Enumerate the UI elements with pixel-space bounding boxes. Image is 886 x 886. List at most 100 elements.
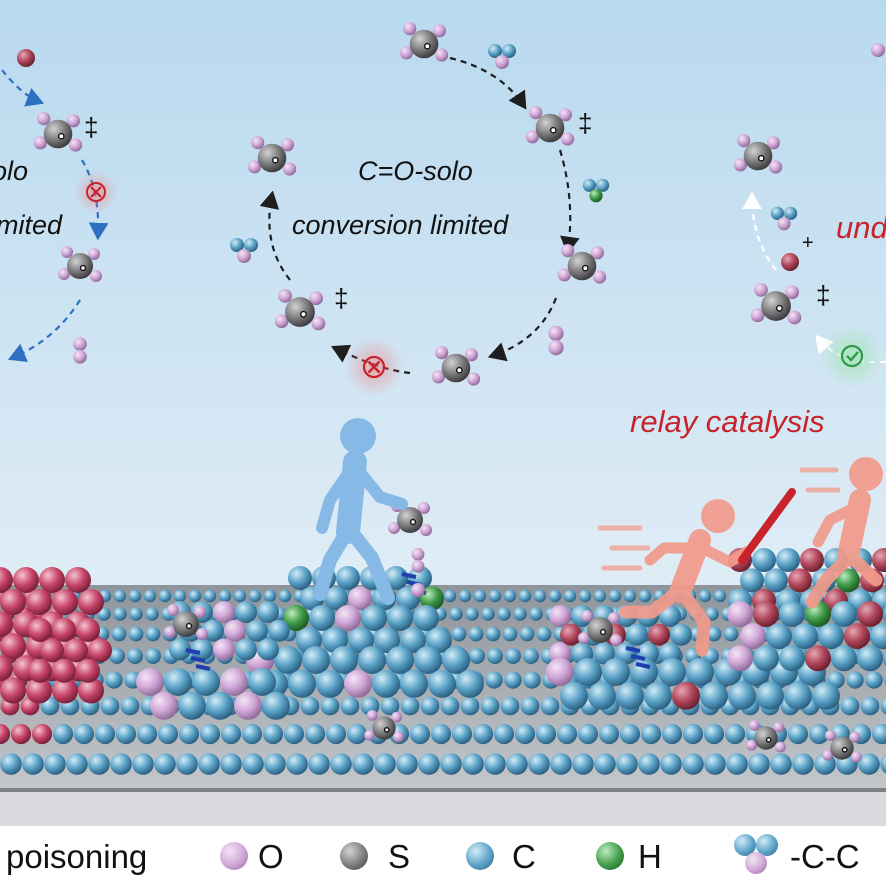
stack-atom [78, 589, 104, 616]
surface-atom [88, 753, 110, 775]
surface-atom [283, 723, 305, 745]
surface-atom [865, 671, 883, 689]
stack-atom [224, 619, 246, 642]
surface-atom [540, 696, 560, 716]
surface-atom [533, 589, 547, 603]
relay-catalysis-label: relay catalysis [630, 404, 825, 439]
surface-atom [726, 753, 748, 775]
molecule-atom [548, 340, 564, 356]
stack-atom [883, 605, 886, 623]
stack-atom [602, 658, 630, 686]
stack-atom [413, 605, 439, 631]
check-icon [820, 324, 884, 388]
stack-atom [560, 681, 588, 710]
stack-atom [13, 567, 39, 593]
stack-atom [686, 658, 714, 686]
radical-dot [79, 264, 87, 272]
surface-atom [484, 753, 506, 775]
molecule-atom [535, 113, 565, 143]
surface-atom [304, 723, 326, 745]
surface-atom [241, 723, 263, 745]
surface-atom [113, 589, 127, 603]
molecule-atom [822, 749, 833, 761]
stack-atom [574, 658, 602, 686]
left-cycle-label-limited: mited [0, 210, 63, 240]
surface-atom [73, 723, 95, 745]
surface-atom [502, 626, 518, 642]
surface-atom [594, 753, 616, 775]
stack-atom [784, 681, 812, 710]
stack-atom [386, 646, 414, 674]
stack-atom [400, 669, 428, 698]
molecule-atom [364, 729, 375, 741]
surface-atom [493, 723, 515, 745]
stack-atom [844, 623, 870, 650]
radical-dot [757, 154, 765, 162]
stack-atom [626, 623, 648, 646]
stack-atom [26, 677, 52, 704]
surface-atom [10, 723, 32, 745]
surface-atom [472, 723, 494, 745]
molecule-atom [167, 604, 179, 616]
stack-atom [670, 623, 692, 646]
surface-atom [449, 607, 463, 621]
surface-atom [340, 696, 360, 716]
molecule-atom [495, 55, 509, 69]
surface-atom [418, 753, 440, 775]
stack-atom [52, 618, 76, 642]
legend-chain-label: -C-C [790, 838, 860, 875]
adsorption-bond-mark [401, 572, 417, 579]
center-cycle-arrow-top [449, 56, 527, 110]
molecule-atom [257, 143, 287, 173]
molecule-atom [529, 106, 543, 120]
legend-poisoning-label: poisoning [6, 838, 148, 875]
molecule-atom [435, 48, 449, 62]
stack-atom [672, 681, 700, 710]
surface-atom [129, 607, 143, 621]
molecule-atom [73, 350, 87, 364]
stack-atom [330, 646, 358, 674]
surface-atom [468, 626, 484, 642]
surface-atom [143, 589, 157, 603]
molecule-atom [761, 291, 791, 321]
molecule-atom [596, 178, 610, 192]
molecule-atom [247, 160, 261, 174]
stack-atom [288, 669, 316, 698]
transition-state-dagger: ‡ [578, 108, 593, 138]
stack-atom [426, 627, 452, 654]
stack-atom [52, 589, 78, 616]
molecule-atom [502, 44, 516, 58]
surface-atom [550, 753, 572, 775]
surface-atom [52, 723, 74, 745]
surface-atom [44, 753, 66, 775]
molecules [17, 22, 885, 763]
stack-atom [0, 589, 26, 616]
stack-atom [753, 645, 779, 672]
stack-atom [76, 618, 100, 642]
surface-atom [120, 696, 140, 716]
stack-atom [361, 605, 387, 631]
stack-atom [262, 691, 290, 720]
surface-atom [199, 723, 221, 745]
surface-atom [396, 753, 418, 775]
molecule-atom [441, 353, 471, 383]
surface-atom [128, 589, 142, 603]
surface-atom [220, 723, 242, 745]
legend-o-swatch [220, 842, 248, 870]
molecule-atom [581, 610, 593, 622]
molecule-atom [769, 160, 783, 174]
stack-atom [358, 646, 386, 674]
legend-s-label: S [388, 838, 411, 875]
molecule-atom [590, 246, 605, 260]
molecule-atom [420, 524, 432, 536]
surface-atom [154, 753, 176, 775]
surface-atom [577, 723, 599, 745]
molecule-atom [403, 22, 417, 36]
center-cycle-arrow-left [259, 190, 291, 281]
surface-atom [528, 753, 550, 775]
surface-atom [203, 589, 217, 603]
molecule-atom [397, 507, 423, 533]
stack-atom [64, 638, 88, 663]
surface-atom [858, 753, 880, 775]
